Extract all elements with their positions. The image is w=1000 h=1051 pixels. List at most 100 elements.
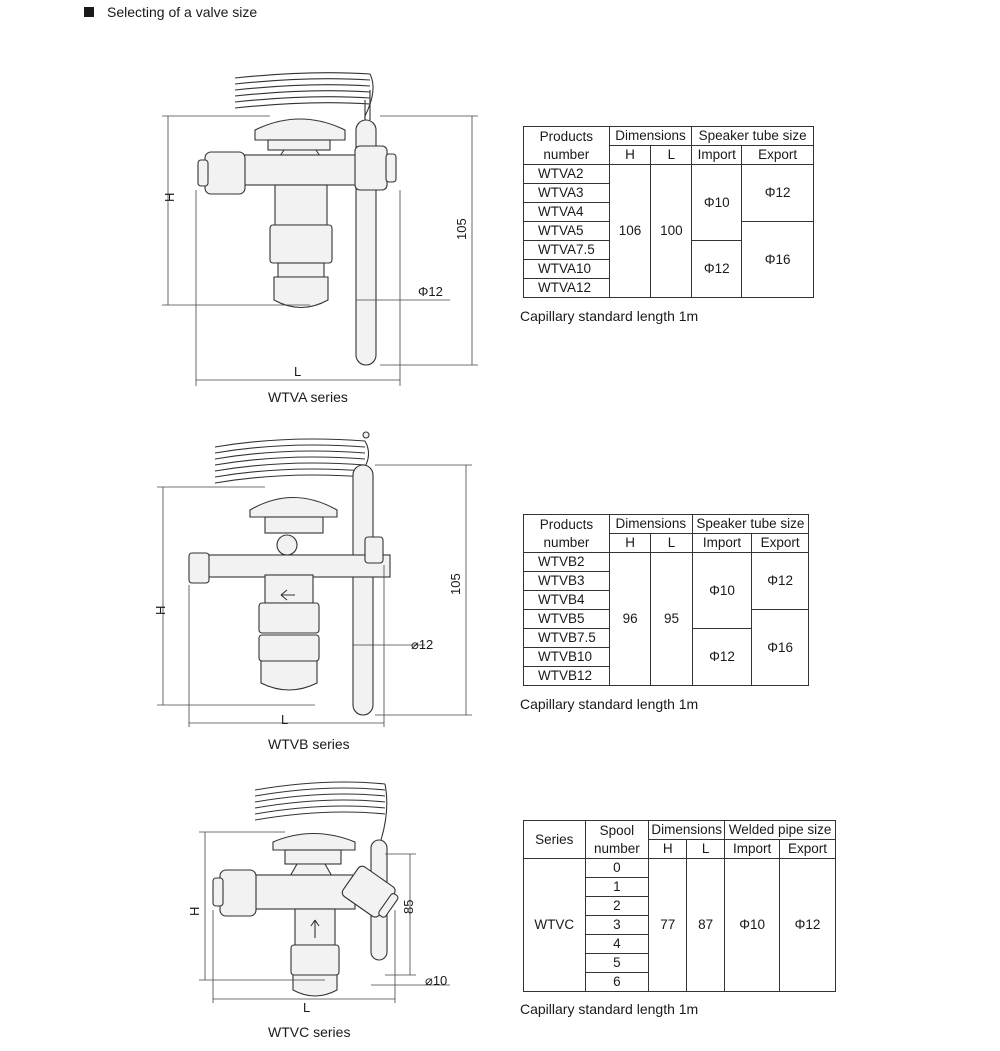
product-cell: WTVA7.5 bbox=[523, 240, 610, 260]
col-spool-number: Spool number bbox=[584, 820, 650, 859]
import-value: Φ12 bbox=[691, 240, 743, 298]
capillary-coil bbox=[234, 72, 374, 120]
inlet-flare-nut bbox=[219, 869, 257, 917]
wtvb-drawing: H 105 L ⌀12 bbox=[153, 425, 485, 727]
col-import: Import bbox=[724, 839, 781, 859]
diaphragm-head bbox=[272, 832, 356, 851]
col-series: Series bbox=[523, 820, 586, 859]
dim-height-label: 85 bbox=[401, 900, 416, 914]
spool-cell: 2 bbox=[584, 896, 650, 916]
col-dimensions: Dimensions bbox=[608, 126, 693, 146]
dim-l-label: L bbox=[294, 364, 301, 379]
inlet-fitting bbox=[188, 552, 210, 584]
spool-header: Spool number bbox=[594, 822, 640, 856]
wtvc-drawing: H 85 L ⌀10 bbox=[185, 770, 465, 1020]
col-export: Export bbox=[741, 145, 814, 165]
col-dimensions: Dimensions bbox=[608, 514, 693, 534]
product-cell: WTVA10 bbox=[523, 259, 610, 279]
export-value: Φ12 bbox=[779, 858, 836, 992]
table-row: WTVA2 106 100 Φ10 Φ12 bbox=[523, 164, 814, 298]
section-heading: Selecting of a valve size bbox=[84, 4, 257, 20]
col-h: H bbox=[608, 533, 652, 553]
bullet-square-icon bbox=[84, 7, 94, 17]
import-value: Φ10 bbox=[691, 552, 753, 629]
outlet-fitting bbox=[292, 974, 338, 997]
table-row: WTVA10 bbox=[523, 259, 814, 279]
product-cell: WTVA5 bbox=[523, 221, 610, 241]
spool-cell: 4 bbox=[584, 934, 650, 954]
col-h: H bbox=[608, 145, 652, 165]
wtva-drawing: H 105 L Φ12 bbox=[160, 60, 490, 390]
diaphragm-head bbox=[254, 118, 346, 141]
sensing-bulb bbox=[352, 464, 374, 716]
wtva-spec-table: Products number Dimensions Speaker tube … bbox=[523, 126, 814, 298]
import-value: Φ10 bbox=[724, 858, 781, 992]
diaphragm-head bbox=[249, 496, 338, 518]
spool-cell: 3 bbox=[584, 915, 650, 935]
col-products-number: Products number bbox=[523, 514, 610, 553]
export-value: Φ12 bbox=[741, 164, 814, 222]
col-l: L bbox=[686, 839, 726, 859]
dimension-lines bbox=[162, 115, 478, 386]
table-row: WTVB7.5 Φ12 bbox=[523, 628, 809, 686]
dimension-lines bbox=[157, 464, 472, 727]
l-value: 87 bbox=[686, 858, 726, 992]
table-row: WTVA7.5 Φ12 bbox=[523, 240, 814, 298]
col-l: L bbox=[650, 533, 693, 553]
product-cell: WTVA12 bbox=[523, 278, 610, 298]
spool-cell: 0 bbox=[584, 858, 650, 878]
wtvb-note: Capillary standard length 1m bbox=[520, 696, 699, 712]
dim-height-label: 105 bbox=[454, 218, 469, 240]
h-value: 96 bbox=[608, 552, 652, 686]
import-value: Φ10 bbox=[691, 164, 743, 241]
dimension-lines bbox=[199, 831, 450, 1003]
dim-h-label: H bbox=[162, 193, 177, 202]
wtvb-caption: WTVB series bbox=[268, 736, 350, 752]
col-h: H bbox=[648, 839, 688, 859]
export-value: Φ12 bbox=[751, 552, 809, 610]
dim-height-label: 105 bbox=[448, 573, 463, 595]
h-value: 106 bbox=[608, 164, 652, 298]
wtvc-note: Capillary standard length 1m bbox=[520, 1001, 699, 1017]
dim-l-label: L bbox=[281, 712, 288, 727]
capillary-coil bbox=[214, 438, 370, 484]
dim-l-label: L bbox=[303, 1000, 310, 1015]
spool-cell: 6 bbox=[584, 972, 650, 992]
table-row: WTVB3 bbox=[523, 571, 809, 591]
h-value: 77 bbox=[648, 858, 688, 992]
product-cell: WTVA3 bbox=[523, 183, 610, 203]
product-cell: WTVB3 bbox=[523, 571, 610, 591]
table-row: WTVA12 bbox=[523, 278, 814, 298]
import-value: Φ12 bbox=[691, 628, 753, 686]
product-cell: WTVB10 bbox=[523, 647, 610, 667]
outlet-fitting bbox=[273, 276, 329, 309]
product-cell: WTVB5 bbox=[523, 609, 610, 629]
products-header: Products number bbox=[539, 516, 594, 550]
series-value: WTVC bbox=[523, 858, 586, 992]
dim-bulb-label: ⌀12 bbox=[411, 637, 433, 652]
col-products-number: Products number bbox=[523, 126, 610, 165]
col-pipe-size: Welded pipe size bbox=[724, 820, 836, 840]
l-value: 100 bbox=[650, 164, 693, 298]
table-row: 6 bbox=[524, 972, 836, 992]
product-cell: WTVB4 bbox=[523, 590, 610, 610]
inlet-flare-nut bbox=[204, 151, 246, 195]
wtvb-spec-table: Products number Dimensions Speaker tube … bbox=[523, 514, 810, 686]
col-tube-size: Speaker tube size bbox=[691, 514, 810, 534]
product-cell: WTVA2 bbox=[523, 164, 610, 184]
product-cell: WTVB2 bbox=[523, 552, 610, 572]
capillary-coil bbox=[254, 781, 388, 841]
col-export: Export bbox=[779, 839, 836, 859]
spool-cell: 1 bbox=[584, 877, 650, 897]
wtvc-caption: WTVC series bbox=[268, 1024, 351, 1040]
table-row: WTVB2 96 95 Φ10 Φ12 bbox=[523, 552, 809, 686]
product-cell: WTVB12 bbox=[523, 666, 610, 686]
table-row: WTVB5 Φ16 bbox=[523, 609, 809, 686]
l-value: 95 bbox=[650, 552, 693, 686]
col-l: L bbox=[650, 145, 693, 165]
wtvc-spec-table: Series Spool number Dimensions Welded pi… bbox=[523, 820, 836, 992]
table-row: WTVB12 bbox=[523, 666, 809, 686]
table-row: WTVC 0 77 87 Φ10 Φ12 bbox=[523, 858, 836, 992]
dim-bulb-label: Φ12 bbox=[418, 284, 443, 299]
wtva-caption: WTVA series bbox=[268, 389, 348, 405]
